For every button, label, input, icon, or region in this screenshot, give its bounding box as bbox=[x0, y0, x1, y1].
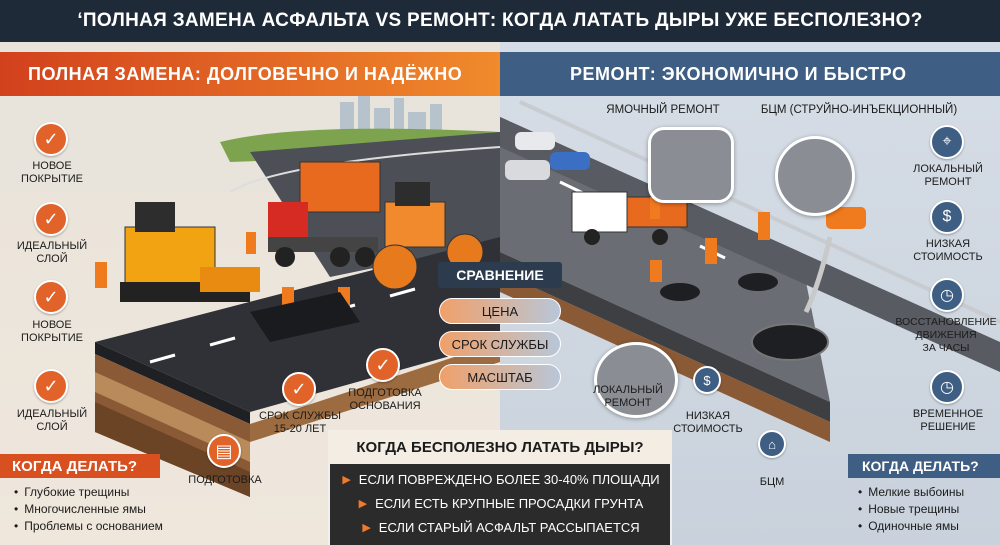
check-icon: ✓ bbox=[34, 280, 68, 314]
list-item: Одиночные ямы bbox=[858, 518, 964, 535]
road-layer-icon: ▤ bbox=[207, 434, 241, 468]
check-icon: ✓ bbox=[34, 369, 68, 403]
useless-repair-title: КОГДА БЕСПОЛЕЗНО ЛАТАТЬ ДЫРЫ? bbox=[328, 430, 672, 464]
when-title-left: КОГДА ДЕЛАТЬ? bbox=[0, 454, 160, 478]
dollar-icon: $ bbox=[930, 200, 964, 234]
useless-repair-item: ▶ЕСЛИ ЕСТЬ КРУПНЫЕ ПРОСАДКИ ГРУНТА bbox=[358, 495, 644, 511]
location-pin-icon: ⌖ bbox=[930, 125, 964, 159]
useless-repair-item: ▶ЕСЛИ ПОВРЕЖДЕНО БОЛЕЕ 30-40% ПЛОЩАДИ bbox=[342, 471, 660, 487]
local-callout bbox=[594, 342, 678, 418]
when-title-right: КОГДА ДЕЛАТЬ? bbox=[848, 454, 1000, 478]
list-item: Новые трещины bbox=[858, 501, 964, 518]
check-icon: ✓ bbox=[34, 122, 68, 156]
comparison-title: СРАВНЕНИЕ bbox=[438, 262, 562, 288]
workers-icon bbox=[650, 197, 770, 282]
list-item: Мелкие выбоины bbox=[858, 484, 964, 501]
list-item: Многочисленные ямы bbox=[14, 501, 163, 518]
when-list-right: Мелкие выбоины Новые трещины Одиночные я… bbox=[858, 484, 964, 535]
comparison-item: ЦЕНА bbox=[439, 298, 561, 324]
repair-illustration bbox=[500, 100, 1000, 442]
bcm-short-label: БЦМ bbox=[759, 476, 785, 488]
bcm-label: БЦМ (СТРУЙНО-ИНЪЕКЦИОННЫЙ) bbox=[760, 104, 958, 116]
right-banner: РЕМОНТ: ЭКОНОМИЧНО И БЫСТРО bbox=[500, 52, 1000, 96]
when-list-left: Глубокие трещины Многочисленные ямы Проб… bbox=[14, 484, 163, 535]
prep-label: ПОДГОТОВКА bbox=[188, 474, 262, 486]
list-item: Глубокие трещины bbox=[14, 484, 163, 501]
check-icon: ✓ bbox=[366, 348, 400, 382]
dollar-icon: $ bbox=[693, 366, 721, 394]
check-icon: ✓ bbox=[34, 202, 68, 236]
clock-icon: ◷ bbox=[930, 370, 964, 404]
page-title: ‘ПОЛНАЯ ЗАМЕНА АСФАЛЬТА VS РЕМОНТ: КОГДА… bbox=[0, 0, 1000, 42]
left-banner: ПОЛНАЯ ЗАМЕНА: ДОЛГОВЕЧНО И НАДЁЖНО bbox=[0, 52, 500, 96]
comparison-item: МАСШТАБ bbox=[439, 364, 561, 390]
check-icon: ✓ bbox=[282, 372, 316, 406]
arrow-icon: ▶ bbox=[362, 521, 371, 534]
road-roller-icon bbox=[372, 182, 484, 290]
list-item: Проблемы с основанием bbox=[14, 518, 163, 535]
arrow-icon: ▶ bbox=[342, 473, 351, 486]
arrow-icon: ▶ bbox=[358, 497, 368, 510]
useless-repair-item: ▶ЕСЛИ СТАРЫЙ АСФАЛЬТ РАССЫПАЕТСЯ bbox=[362, 519, 640, 535]
car-icon bbox=[505, 132, 590, 180]
dump-truck-icon bbox=[268, 161, 381, 267]
bcm-callout bbox=[775, 136, 855, 216]
clock-icon: ◷ bbox=[930, 278, 964, 312]
asphalt-paver-icon bbox=[120, 202, 260, 302]
spray-can-icon: ⌂ bbox=[758, 430, 786, 458]
pothole-repair-label: ЯМОЧНЫЙ РЕМОНТ bbox=[606, 104, 720, 116]
comparison-item: СРОК СЛУЖБЫ bbox=[439, 331, 561, 357]
pothole-callout bbox=[648, 127, 734, 203]
